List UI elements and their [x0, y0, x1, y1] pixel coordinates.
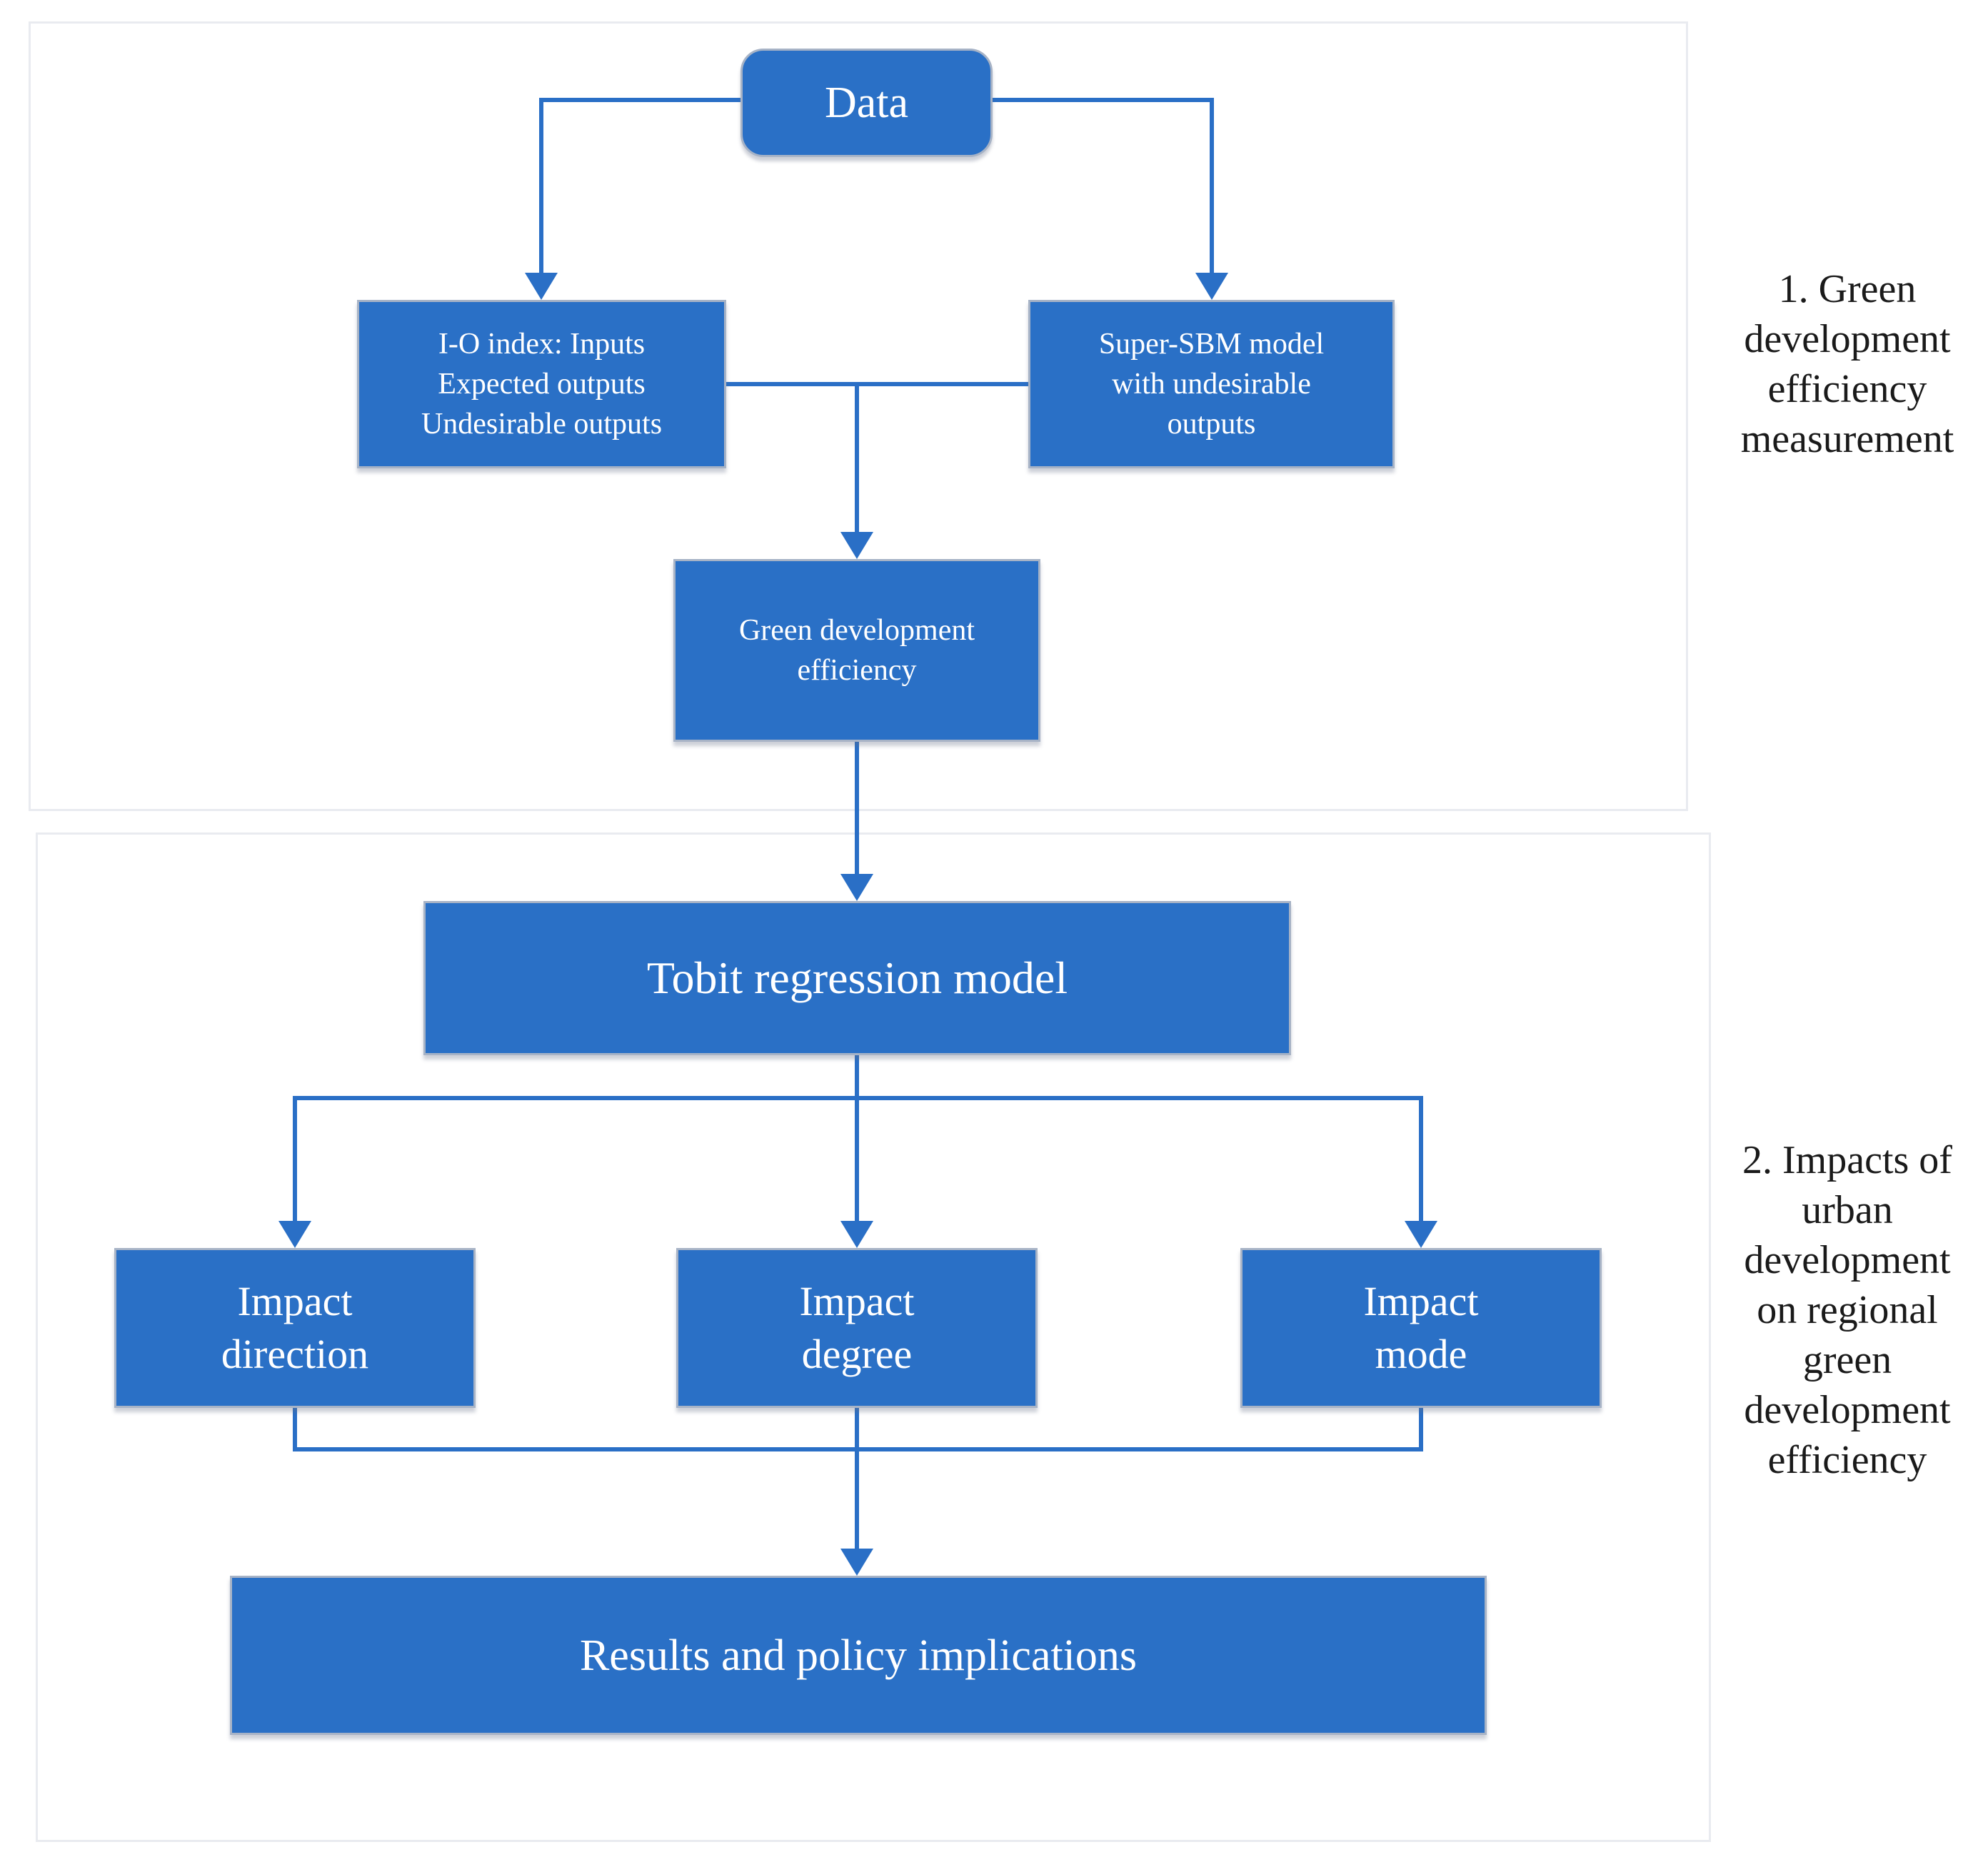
- node-impact-direction: Impact direction: [114, 1248, 476, 1408]
- node-impact-mode: Impact mode: [1240, 1248, 1602, 1408]
- node-data: Data: [741, 49, 993, 157]
- connector-drop-to-impact-mode: [1419, 1096, 1423, 1221]
- connector-impact-degree-stub: [855, 1408, 859, 1451]
- arrowhead-into-impact-mode: [1405, 1221, 1437, 1248]
- node-io-index-label: I-O index: Inputs Expected outputs Undes…: [421, 328, 663, 441]
- node-results: Results and policy implications: [230, 1576, 1487, 1735]
- node-tobit-regression-label: Tobit regression model: [646, 952, 1068, 1003]
- node-impact-mode-label: Impact mode: [1363, 1278, 1479, 1377]
- side-label-section-1: 1. Green development efficiency measurem…: [1740, 267, 1954, 461]
- arrowhead-into-green-efficiency: [840, 532, 873, 559]
- connector-data-to-sbm-vertical: [1210, 98, 1214, 273]
- node-super-sbm-label: Super-SBM model with undesirable outputs: [1098, 328, 1325, 441]
- connector-drop-to-impact-degree: [855, 1096, 859, 1221]
- connector-tobit-stub: [855, 1055, 859, 1100]
- node-impact-degree: Impact degree: [676, 1248, 1038, 1408]
- connector-impact-mode-stub: [1419, 1408, 1423, 1451]
- arrowhead-into-tobit: [840, 874, 873, 901]
- arrowhead-into-super-sbm: [1195, 273, 1228, 300]
- arrowhead-into-results: [840, 1549, 873, 1576]
- connector-io-sbm-horizontal: [726, 382, 1028, 386]
- node-super-sbm: Super-SBM model with undesirable outputs: [1028, 300, 1395, 468]
- side-label-section-2: 2. Impacts of urban development on regio…: [1742, 1138, 1952, 1482]
- node-impact-degree-label: Impact degree: [799, 1278, 915, 1377]
- node-data-label: Data: [824, 79, 909, 127]
- connector-data-to-io-horizontal: [539, 98, 743, 102]
- arrowhead-into-impact-direction: [278, 1221, 311, 1248]
- arrowhead-into-impact-degree: [840, 1221, 873, 1248]
- connector-data-to-io-vertical: [539, 98, 543, 273]
- connector-green-to-tobit: [855, 742, 859, 874]
- node-green-efficiency-label: Green development efficiency: [738, 614, 975, 687]
- node-tobit-regression: Tobit regression model: [423, 901, 1291, 1055]
- node-green-efficiency: Green development efficiency: [673, 559, 1040, 742]
- connector-drop-to-results: [855, 1447, 859, 1549]
- connector-drop-to-impact-direction: [293, 1096, 297, 1221]
- node-io-index: I-O index: Inputs Expected outputs Undes…: [357, 300, 726, 468]
- node-impact-direction-label: Impact direction: [221, 1278, 369, 1377]
- node-results-label: Results and policy implications: [579, 1631, 1138, 1680]
- arrowhead-into-io-index: [525, 273, 558, 300]
- connector-drop-to-green-efficiency: [855, 382, 859, 532]
- connector-impact-direction-stub: [293, 1408, 297, 1451]
- connector-data-to-sbm-horizontal: [993, 98, 1214, 102]
